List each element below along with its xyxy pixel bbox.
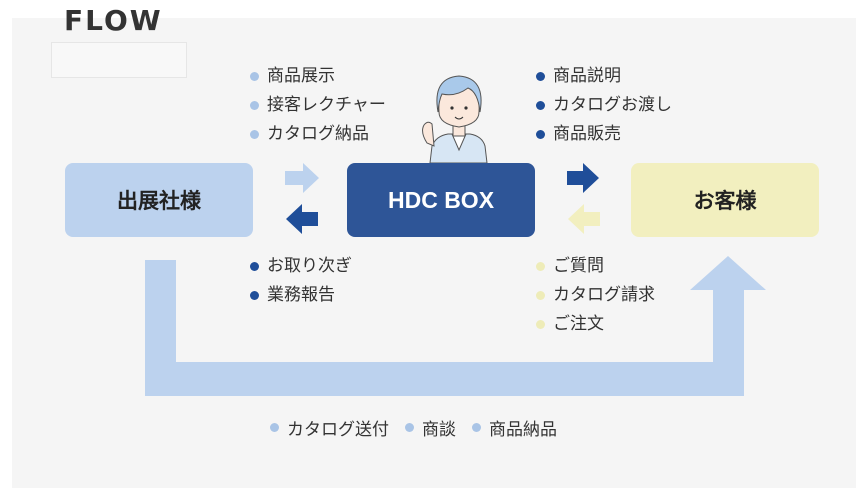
customers-box: お客様: [631, 163, 819, 237]
bullet-dot: [250, 130, 259, 139]
bullet-dot: [250, 101, 259, 110]
bullet-dot: [536, 101, 545, 110]
exhibitor-to-customer-list: カタログ送付 商談 商品納品: [270, 415, 573, 440]
exhibitors-box: 出展社様: [65, 163, 253, 237]
bullet-dot: [250, 72, 259, 81]
bullet-dot: [472, 423, 481, 432]
bullet-dot: [536, 291, 545, 300]
list-item: 商品納品: [472, 415, 557, 440]
bullet-dot: [270, 423, 279, 432]
bullet-dot: [250, 291, 259, 300]
bullet-dot: [536, 72, 545, 81]
customer-to-hdc-list: ご質問 カタログ請求 ご注文: [536, 252, 655, 339]
list-item: 業務報告: [250, 281, 352, 310]
arrow-exhibitor-to-hdc: [285, 163, 319, 193]
list-item: カタログ納品: [250, 120, 386, 149]
list-item: ご質問: [536, 252, 655, 281]
bullet-dot: [250, 262, 259, 271]
title-underline-box: [51, 42, 187, 78]
list-item: 接客レクチャー: [250, 91, 386, 120]
page-title: FLOW: [64, 4, 163, 37]
hdc-to-customer-list: 商品説明 カタログお渡し 商品販売: [536, 62, 672, 149]
hdc-box: HDC BOX: [347, 163, 535, 237]
arrow-hdc-to-exhibitor: [286, 204, 318, 234]
list-item: カタログ送付: [270, 415, 389, 440]
list-item: 商品展示: [250, 62, 386, 91]
list-item: カタログお渡し: [536, 91, 672, 120]
diagram-panel: [12, 18, 856, 488]
bullet-dot: [405, 423, 414, 432]
arrow-customer-to-hdc: [568, 204, 600, 234]
bullet-dot: [536, 320, 545, 329]
list-item: 商品説明: [536, 62, 672, 91]
list-item: お取り次ぎ: [250, 252, 352, 281]
hdc-to-exhibitor-list: お取り次ぎ 業務報告: [250, 252, 352, 310]
exhibitor-to-hdc-list: 商品展示 接客レクチャー カタログ納品: [250, 62, 386, 149]
list-item: ご注文: [536, 310, 655, 339]
arrow-hdc-to-customer: [567, 163, 599, 193]
bullet-dot: [536, 262, 545, 271]
bottom-flow-arrow: [145, 256, 766, 396]
staff-person-icon: [422, 75, 488, 164]
list-item: カタログ請求: [536, 281, 655, 310]
bullet-dot: [536, 130, 545, 139]
list-item: 商品販売: [536, 120, 672, 149]
list-item: 商談: [405, 415, 456, 440]
